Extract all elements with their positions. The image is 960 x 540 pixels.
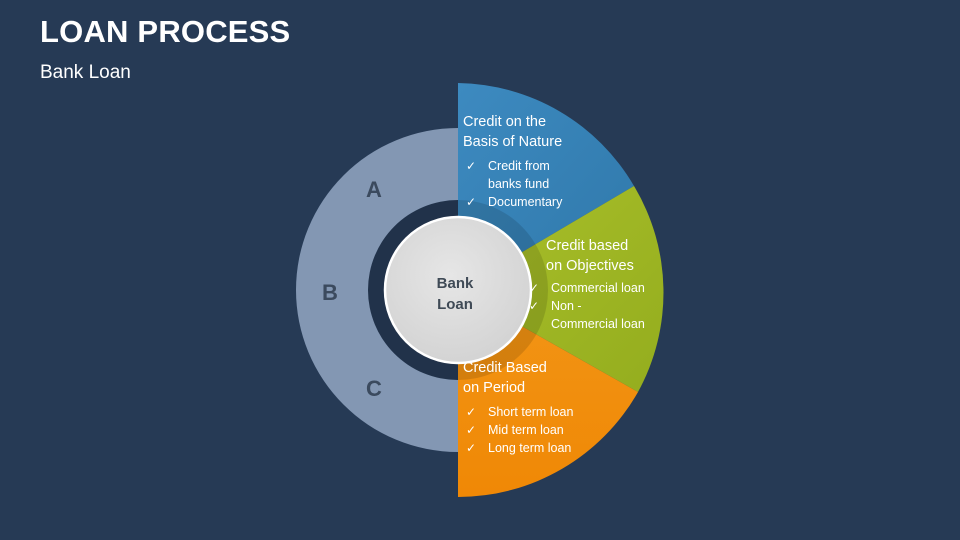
list-item: ✓Credit from banks fund (466, 159, 550, 191)
slide-title: LOAN PROCESS (40, 14, 291, 49)
segment-objectives-list: ✓Commercial loan ✓Non - Commercial loan (526, 279, 645, 333)
segment-nature-list: ✓Credit from banks fund ✓Documentary (463, 157, 562, 211)
check-icon: ✓ (529, 299, 540, 313)
ring-letter-b: B (322, 280, 338, 305)
list-item: ✓Commercial loan (529, 281, 645, 295)
center-label-line2: Loan (437, 296, 473, 313)
check-icon: ✓ (466, 159, 477, 173)
list-item: ✓Documentary (466, 195, 563, 209)
outer-ring-left (296, 128, 458, 452)
segment-nature: Credit on the Basis of Nature ✓Credit fr… (463, 112, 562, 211)
ring-letter-a: A (366, 177, 382, 202)
check-icon: ✓ (466, 423, 477, 437)
segment-objectives-title: Credit based on Objectives (546, 238, 634, 274)
segment-objectives-shape (458, 186, 664, 392)
center-circle (383, 215, 533, 365)
ring-letter-c: C (366, 376, 382, 401)
check-icon: ✓ (466, 195, 477, 209)
segment-objectives: Credit based on Objectives (546, 236, 634, 281)
center-label-line1: Bank (437, 275, 474, 292)
slide-subtitle: Bank Loan (40, 62, 131, 83)
segment-period: Credit Based on Period ✓Short term loan … (463, 358, 573, 457)
check-icon: ✓ (466, 405, 477, 419)
check-icon: ✓ (529, 281, 540, 295)
list-item: ✓Short term loan (466, 405, 574, 419)
segment-period-title: Credit Based on Period (463, 360, 547, 396)
list-item: ✓Non - Commercial loan (529, 299, 645, 331)
segment-objectives-list-wrap: ✓Commercial loan ✓Non - Commercial loan (526, 279, 645, 333)
segment-nature-title: Credit on the Basis of Nature (463, 114, 563, 150)
list-item: ✓Mid term loan (466, 423, 564, 437)
check-icon: ✓ (466, 441, 477, 455)
list-item: ✓Long term loan (466, 441, 572, 455)
segment-period-list: ✓Short term loan ✓Mid term loan ✓Long te… (463, 403, 573, 457)
